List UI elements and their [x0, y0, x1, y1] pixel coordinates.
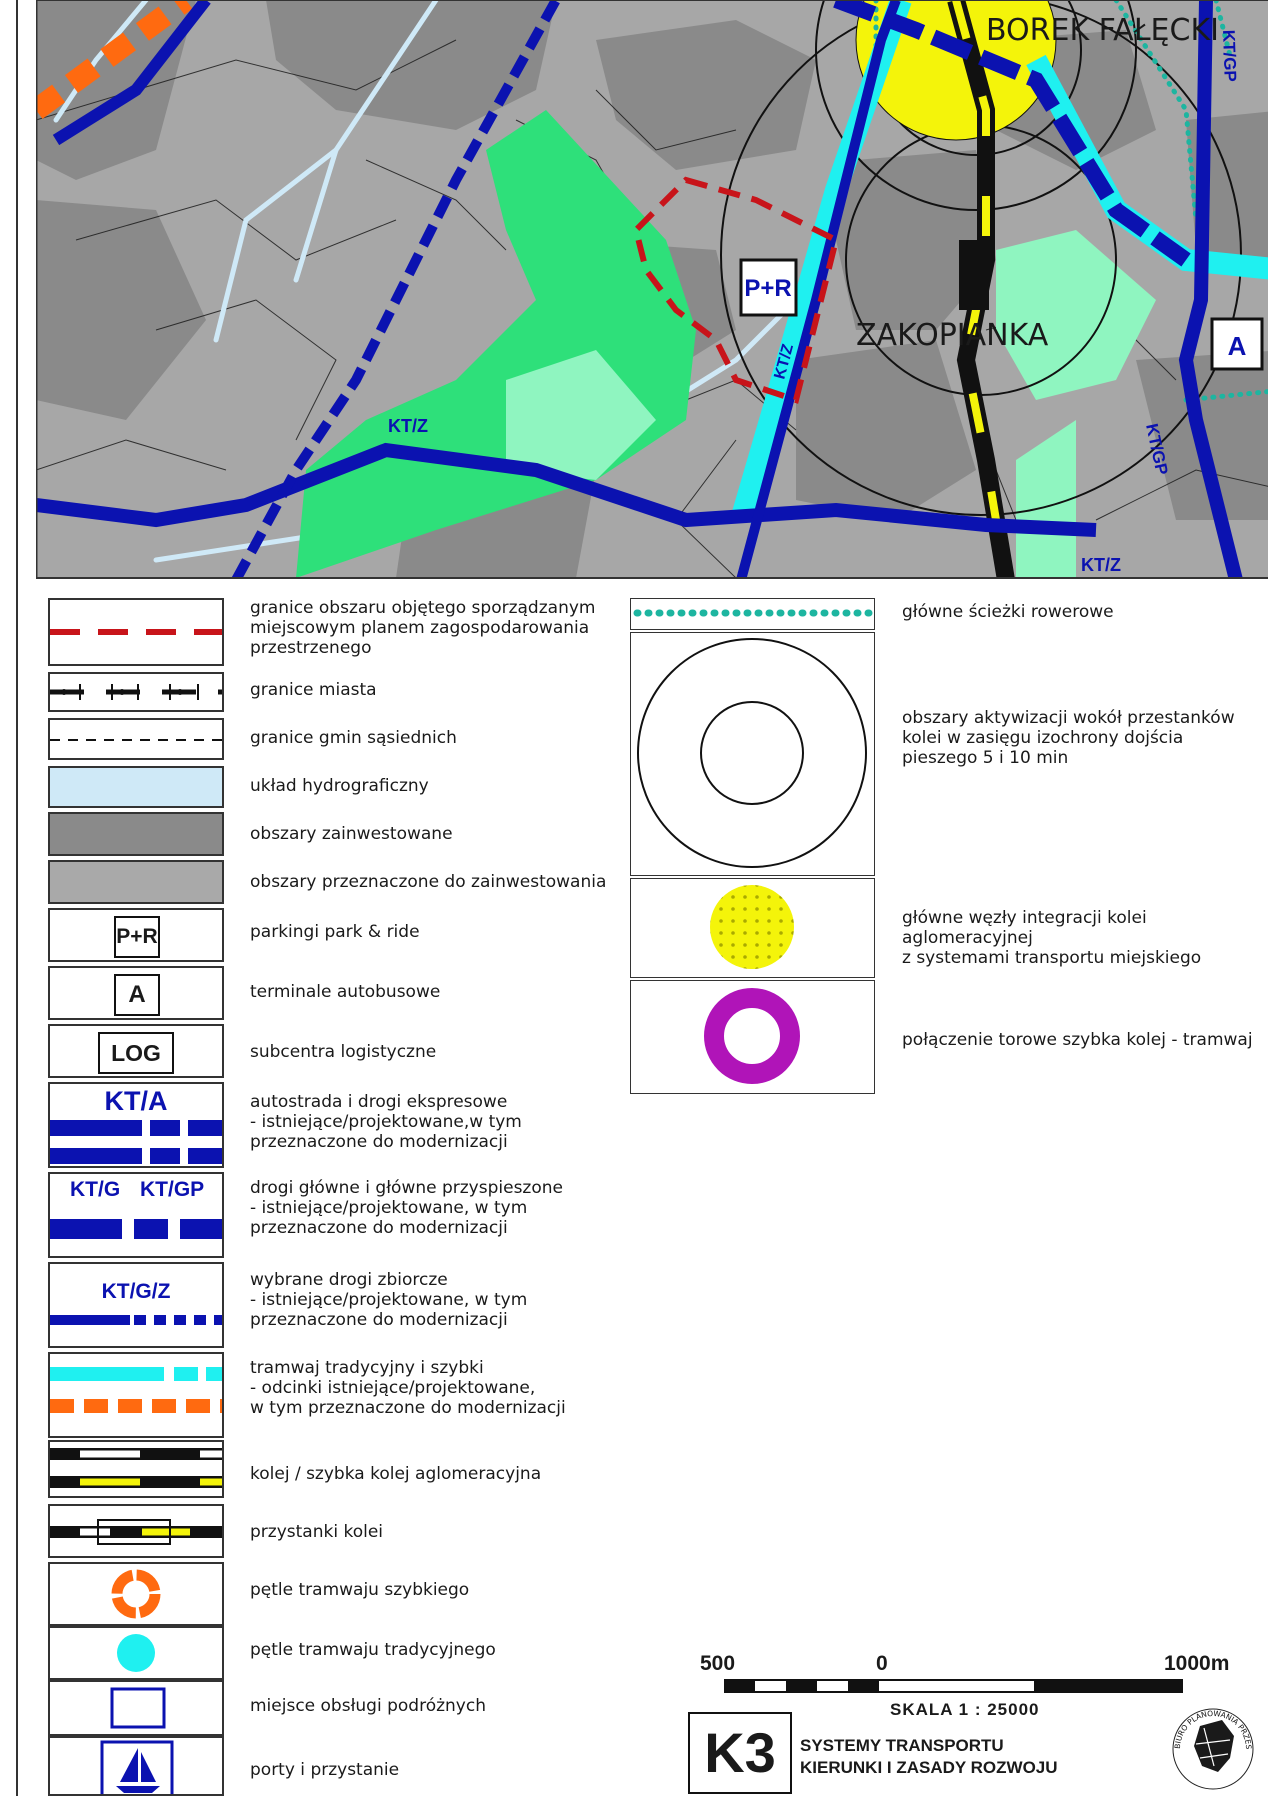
legend-symbol-municipality-boundary — [48, 718, 224, 760]
title-line-2: KIERUNKI I ZASADY ROZWOJU — [800, 1758, 1058, 1777]
legend-symbol-bus-terminal: A — [48, 966, 224, 1020]
legend-symbol-bike-paths — [630, 598, 875, 630]
legend-text-tram: tramwaj tradycyjny i szybki - odcinki is… — [250, 1358, 566, 1418]
legend-text-motorway: autostrada i drogi ekspresowe - istnieją… — [250, 1092, 522, 1152]
legend-symbol-ports — [48, 1736, 224, 1796]
legend-text-logistics: subcentra logistyczne — [250, 1042, 437, 1062]
label-ktz-1: KT/Z — [388, 416, 428, 436]
collector-roads — [36, 0, 1243, 578]
sailboat-icon — [120, 1748, 138, 1782]
legend-a-label: A — [114, 974, 160, 1016]
legend-ktgz-label: KT/G/Z — [101, 1280, 171, 1303]
legend-text-municipality-boundary: granice gmin sąsiednich — [250, 728, 457, 748]
legend-log-label: LOG — [98, 1032, 174, 1074]
scale-right-label: 1000m — [1164, 1652, 1230, 1675]
legend-symbol-tram-loops — [48, 1626, 224, 1680]
legend-text-fast-tram-loops: pętle tramwaju szybkiego — [250, 1580, 470, 1600]
legend-text-tram-loops: pętle tramwaju tradycyjnego — [250, 1640, 496, 1660]
legend-symbol-built-up — [48, 812, 224, 856]
legend-text-activation-areas: obszary aktywizacji wokół przestanków ko… — [902, 708, 1235, 768]
label-ktgp-1: KT/GP — [1219, 29, 1240, 82]
legend-symbol-traveler-service — [48, 1680, 224, 1736]
label-zakopianka: ZAKOPIANKA — [856, 318, 1049, 353]
legend-symbol-plan-boundary — [48, 598, 224, 666]
legend-symbol-fast-tram-loops — [48, 1562, 224, 1626]
scale-zero-label: 0 — [876, 1652, 888, 1675]
legend-kta-label: KT/A — [104, 1086, 168, 1116]
legend-symbol-integration-nodes — [630, 878, 875, 978]
plan-boundary-line — [632, 176, 840, 404]
legend-text-rail-stops: przystanki kolei — [250, 1522, 383, 1542]
legend-text-park-ride: parkingi park & ride — [250, 922, 420, 942]
legend-symbol-collector-roads: KT/G/Z — [48, 1262, 224, 1348]
legend-symbol-motorway: KT/A — [48, 1082, 224, 1168]
office-logo-icon: BIURO PLANOWANIA PRZESTRZENNEGO URZĘDU M… — [1170, 1706, 1254, 1790]
legend-ktg-label: KT/G — [70, 1178, 121, 1201]
title-line-1: SYSTEMY TRANSPORTU — [800, 1736, 1004, 1755]
legend-ktgp-label: KT/GP — [140, 1178, 205, 1201]
label-borek: BOREK FAŁĘCKI — [986, 13, 1219, 48]
legend-text-bus-terminal: terminale autobusowe — [250, 982, 441, 1002]
legend-symbol-hydro — [48, 766, 224, 808]
scale-left-label: 500 — [700, 1652, 736, 1675]
legend-text-collector-roads: wybrane drogi zbiorcze - istniejące/proj… — [250, 1270, 528, 1330]
scale-text: SKALA 1 : 25000 — [890, 1700, 1040, 1719]
legend-text-ports: porty i przystanie — [250, 1760, 400, 1780]
rail-stop — [959, 240, 989, 310]
bus-terminal-symbol[interactable]: A — [1210, 317, 1264, 371]
legend-text-hydro: układ hydrograficzny — [250, 776, 429, 796]
legend-symbol-rail — [48, 1440, 224, 1498]
legend-text-bike-paths: główne ścieżki rowerowe — [902, 602, 1114, 622]
legend-symbol-rail-tram-link — [630, 980, 875, 1094]
legend-text-rail: kolej / szybka kolej aglomeracyjna — [250, 1464, 542, 1484]
legend-symbol-planned-built-up — [48, 860, 224, 904]
legend-text-planned-built-up: obszary przeznaczone do zainwestowania — [250, 872, 607, 892]
legend-symbol-city-boundary — [48, 672, 224, 712]
legend-text-rail-tram-link: połączenie torowe szybka kolej - tramwaj — [902, 1030, 1253, 1050]
legend-symbol-logistics: LOG — [48, 1024, 224, 1078]
park-ride-symbol[interactable]: P+R — [739, 258, 798, 317]
legend-text-city-boundary: granice miasta — [250, 680, 377, 700]
legend-text-traveler-service: miejsce obsługi podróżnych — [250, 1696, 486, 1716]
legend-symbol-activation-areas — [630, 632, 875, 876]
map-canvas[interactable]: P+R A BOREK FAŁĘCKI ZAKOPIANKA KT/Z KT/Z… — [36, 0, 1268, 580]
legend-pr-label: P+R — [114, 916, 160, 958]
legend-symbol-rail-stops — [48, 1504, 224, 1558]
map-pr-label: P+R — [744, 275, 791, 302]
map-frame — [36, 0, 1268, 579]
legend-text-main-roads: drogi główne i główne przyspieszone - is… — [250, 1178, 563, 1238]
legend-symbol-tram — [48, 1352, 224, 1438]
label-ktz-2: KT/Z — [1081, 555, 1121, 575]
sheet-code: K3 — [688, 1712, 792, 1794]
map-sheet: P+R A BOREK FAŁĘCKI ZAKOPIANKA KT/Z KT/Z… — [16, 0, 1268, 1796]
map-a-label: A — [1228, 331, 1247, 361]
legend-text-built-up: obszary zainwestowane — [250, 824, 453, 844]
legend-text-plan-boundary: granice obszaru objętego sporządzanym mi… — [250, 598, 596, 658]
legend-text-integration-nodes: główne węzły integracji kolei aglomeracy… — [902, 908, 1202, 968]
legend-symbol-park-ride: P+R — [48, 908, 224, 962]
legend-symbol-main-roads: KT/G KT/GP — [48, 1172, 224, 1258]
integration-node — [855, 0, 1057, 141]
scale-ruler — [724, 1679, 1183, 1693]
